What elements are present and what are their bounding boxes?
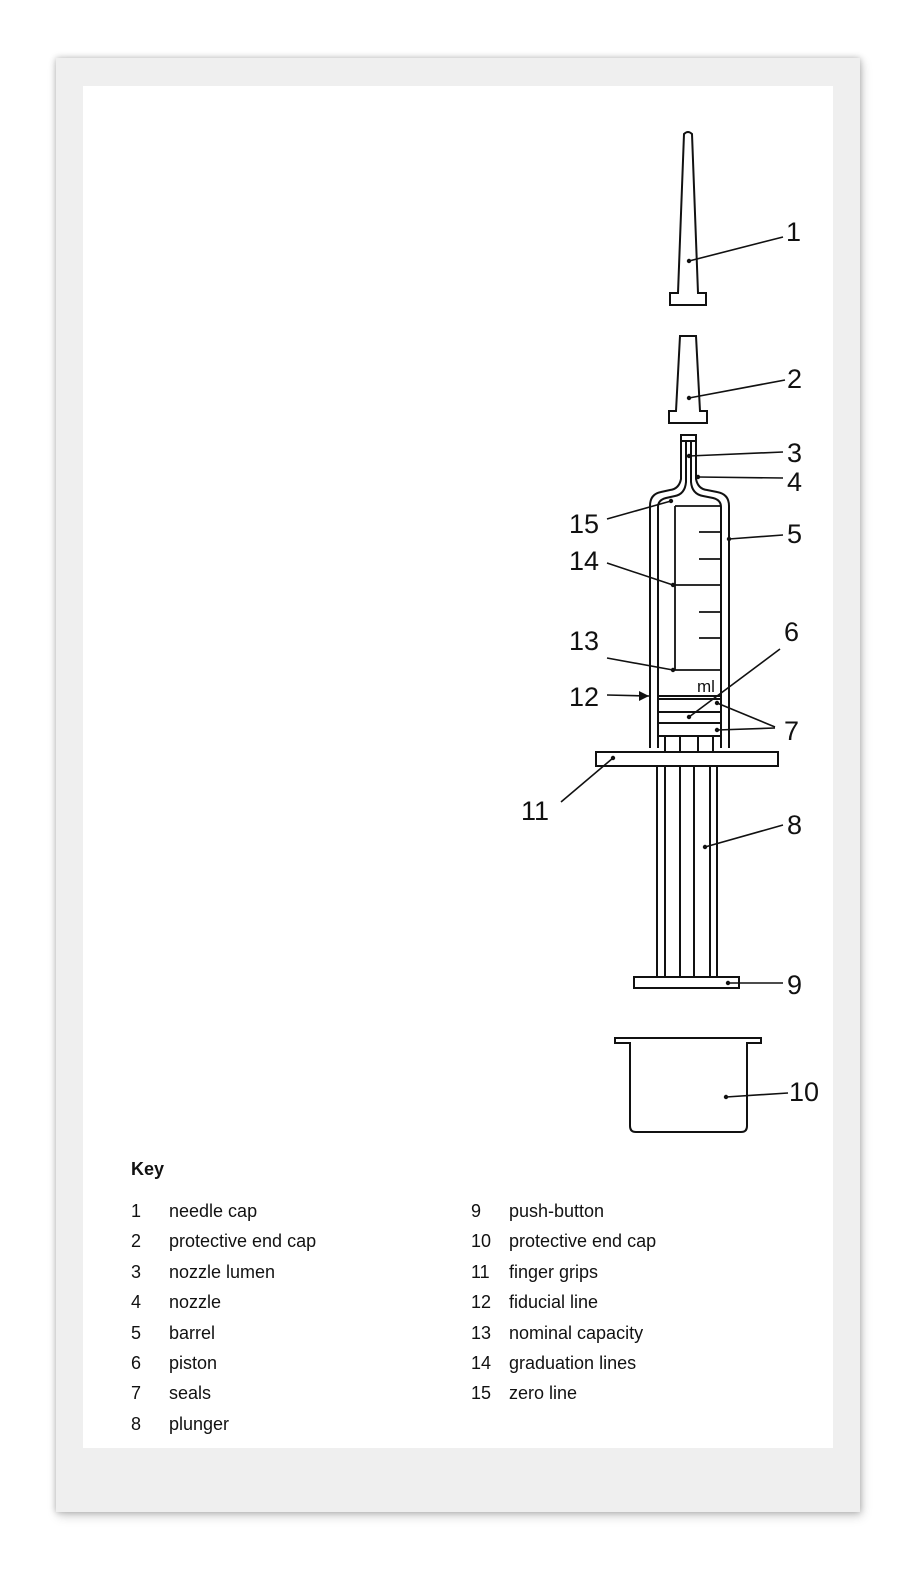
- key-item-label: zero line: [509, 1383, 578, 1404]
- key-item: 3 nozzle lumen: [131, 1262, 471, 1292]
- key-item-label: push-button: [509, 1201, 605, 1221]
- key-item-label: finger grips: [509, 1261, 599, 1282]
- key-left-column: 1 needle cap 2 protective end cap 3 nozzle …: [131, 1201, 471, 1444]
- key-item: 11 finger grips: [471, 1262, 811, 1292]
- key-item: 13 nominal capacity: [471, 1323, 811, 1353]
- key-legend: Key 1 needle cap 2 protective end cap 3 noz…: [131, 1159, 811, 1444]
- callout-7: 7: [784, 716, 799, 746]
- key-item-label: plunger: [169, 1413, 230, 1434]
- callout-5: 5: [787, 519, 802, 549]
- protective-end-cap-top: [668, 335, 708, 424]
- key-item-number: 15: [471, 1383, 492, 1404]
- key-right-column: 9 push-button 10 protective end cap 11 fing…: [471, 1201, 811, 1444]
- key-item: 7 seals: [131, 1383, 471, 1413]
- callout-1: 1: [786, 217, 801, 247]
- key-item-label: fiducial line: [509, 1292, 599, 1313]
- key-item: 5 barrel: [131, 1323, 471, 1353]
- push-button: [633, 976, 740, 989]
- key-item: 9 push-button: [471, 1201, 811, 1231]
- key-columns: 1 needle cap 2 protective end cap 3 nozzle …: [131, 1201, 811, 1444]
- callout-11: 11: [521, 796, 549, 826]
- key-item-label: barrel: [169, 1322, 216, 1343]
- key-title: Key: [131, 1159, 165, 1179]
- plunger-neck: [664, 736, 714, 752]
- key-item-label: nozzle lumen: [169, 1261, 276, 1282]
- key-item-number: 7: [131, 1383, 142, 1404]
- key-item: 10 protective end cap: [471, 1231, 811, 1261]
- callout-10: 10: [789, 1077, 819, 1107]
- callout-14: 14: [569, 546, 599, 576]
- finger-grips: [595, 751, 779, 767]
- key-item-label: protective end cap: [169, 1231, 317, 1252]
- plunger: [656, 766, 718, 977]
- key-item-label: nominal capacity: [509, 1322, 644, 1343]
- key-item: 6 piston: [131, 1353, 471, 1383]
- key-item-number: 4: [131, 1292, 142, 1313]
- key-item: 1 needle cap: [131, 1201, 471, 1231]
- key-item-number: 9: [471, 1201, 482, 1221]
- key-item-number: 6: [131, 1352, 142, 1373]
- key-item-label: seals: [169, 1383, 212, 1404]
- key-item: 8 plunger: [131, 1414, 471, 1444]
- key-item: 14 graduation lines: [471, 1353, 811, 1383]
- key-item-number: 5: [131, 1322, 142, 1343]
- callout-15: 15: [569, 509, 599, 539]
- callout-12: 12: [569, 682, 599, 712]
- key-item-label: needle cap: [169, 1201, 258, 1221]
- key-item-number: 11: [471, 1261, 490, 1282]
- protective-end-cap-bottom: [614, 1037, 762, 1133]
- key-item-number: 3: [131, 1261, 142, 1282]
- key-item: 4 nozzle: [131, 1292, 471, 1322]
- key-item-label: protective end cap: [509, 1231, 657, 1252]
- key-item-number: 12: [471, 1292, 492, 1313]
- key-item: 2 protective end cap: [131, 1231, 471, 1261]
- key-item: 15 zero line: [471, 1383, 811, 1413]
- callout-8: 8: [787, 810, 802, 840]
- unit-label: ml: [697, 677, 715, 696]
- syringe-diagram: ml 1 2 3 4 5 6 7 8 9 10 11 12 13 14 15: [521, 131, 819, 1133]
- key-item-number: 1: [131, 1201, 142, 1221]
- key-item-number: 14: [471, 1352, 492, 1373]
- callout-numbers: 1 2 3 4 5 6 7 8 9 10 11 12 13 14 15: [521, 217, 819, 1107]
- callout-9: 9: [787, 970, 802, 1000]
- key-item-label: graduation lines: [509, 1352, 637, 1373]
- key-item: 12 fiducial line: [471, 1292, 811, 1322]
- key-item-number: 8: [131, 1413, 142, 1434]
- photo-frame: ml 1 2 3 4 5 6 7 8 9 10 11 12 13 14 15 K…: [56, 58, 860, 1512]
- diagram-sheet: ml 1 2 3 4 5 6 7 8 9 10 11 12 13 14 15 K…: [83, 86, 833, 1448]
- barrel: [649, 434, 730, 748]
- needle-cap: [669, 131, 707, 306]
- key-item-label: piston: [169, 1352, 218, 1373]
- callout-4: 4: [787, 467, 802, 497]
- callout-3: 3: [787, 438, 802, 468]
- key-item-number: 2: [131, 1231, 142, 1252]
- key-item-number: 13: [471, 1322, 492, 1343]
- callout-13: 13: [569, 626, 599, 656]
- callout-2: 2: [787, 364, 802, 394]
- key-item-number: 10: [471, 1231, 492, 1252]
- graduation-lines: [674, 505, 721, 671]
- key-item-label: nozzle: [169, 1292, 222, 1313]
- callout-6: 6: [784, 617, 799, 647]
- leader-lines: [560, 236, 789, 1100]
